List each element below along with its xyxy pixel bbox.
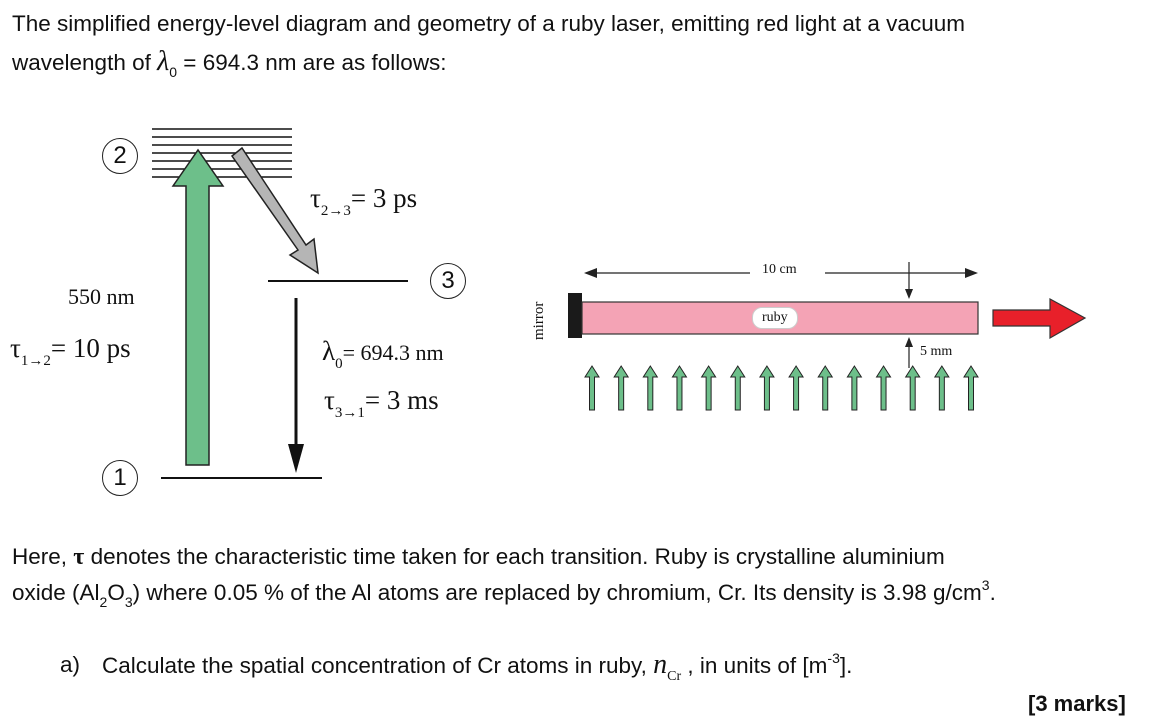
- pump-arrow-1: [584, 365, 600, 411]
- laser-transition-arrowhead: [288, 444, 304, 473]
- length-arrowhead-left: [584, 268, 597, 278]
- question-a-pre: Calculate the spatial concentration of C…: [102, 653, 654, 678]
- thickness-arrowhead-top: [905, 289, 913, 299]
- al-subscript: 2: [99, 594, 108, 610]
- tau-1-2-value: = 10 ps: [50, 333, 131, 363]
- question-a-end: ].: [839, 653, 853, 678]
- marks-label: [3 marks]: [1028, 691, 1126, 716]
- body-line-2-c: ) where 0.05 % of the Al atoms are repla…: [132, 580, 982, 605]
- intro-line-2: wavelength of λ0 = 694.3 nm are as follo…: [12, 44, 447, 83]
- pump-arrow-5: [700, 365, 717, 411]
- tau-2-3-label: τ2→3= 3 ps: [310, 183, 418, 219]
- pump-arrow-3: [642, 365, 659, 411]
- pump-wavelength-label: 550 nm: [68, 284, 135, 309]
- pump-arrow-9: [817, 365, 834, 411]
- body-line-2-a: oxide (Al: [12, 580, 100, 605]
- level-1-marker: 1: [102, 460, 138, 496]
- thickness-label: 5 mm: [920, 344, 953, 359]
- pump-arrow-11: [875, 365, 892, 411]
- n-symbol: n: [653, 649, 668, 680]
- level-2-marker: 2: [102, 138, 138, 174]
- pump-arrow-14: [963, 365, 979, 411]
- o-subscript: 3: [124, 594, 133, 610]
- level-2-band: [152, 128, 292, 178]
- intro-line-2-post: = 694.3 nm are as follows:: [177, 50, 447, 75]
- question-a-text: Calculate the spatial concentration of C…: [102, 647, 852, 688]
- cm-superscript: 3: [981, 577, 990, 593]
- length-arrowhead-right: [965, 268, 978, 278]
- question-a-post: , in units of [m: [681, 653, 828, 678]
- tau-2-3-value: = 3 ps: [350, 183, 418, 213]
- ruby-label: ruby: [752, 307, 798, 329]
- lambda-emission-subscript: 0: [335, 356, 343, 372]
- mirror-block: [568, 293, 582, 338]
- body-line-2: oxide (Al2O3) where 0.05 % of the Al ato…: [12, 575, 996, 613]
- output-beam-arrow: [992, 297, 1087, 340]
- pump-arrow: [171, 148, 225, 466]
- intro-line-1: The simplified energy-level diagram and …: [12, 11, 965, 36]
- pump-arrow-8: [788, 365, 804, 411]
- length-label: 10 cm: [762, 262, 797, 277]
- lambda-emission-value: = 694.3 nm: [342, 340, 444, 365]
- tau-3-1-value: = 3 ms: [364, 385, 439, 415]
- tau-3-1-symbol: τ: [324, 385, 335, 415]
- pump-arrow-6: [729, 365, 746, 411]
- tau-2-3-symbol: τ: [310, 183, 321, 213]
- pump-arrow-13: [933, 365, 950, 411]
- pump-arrow-7: [759, 365, 775, 411]
- body-line-2-b: O: [107, 580, 125, 605]
- decay-arrow: [230, 146, 319, 275]
- pump-arrow-4: [671, 365, 688, 411]
- pump-arrow-12: [904, 365, 921, 411]
- body-line-2-d: .: [989, 580, 996, 605]
- tau-1-2-subscript: 1→2: [20, 353, 51, 369]
- body-line-1-pre: Here,: [12, 544, 74, 569]
- question-a-label: a): [60, 652, 81, 677]
- lambda-emission-symbol: λ: [322, 336, 336, 366]
- lambda-symbol: λ: [157, 46, 170, 77]
- body-line-1: Here, τ denotes the characteristic time …: [12, 539, 945, 575]
- thickness-arrowhead-bottom: [905, 337, 913, 347]
- lambda-emission-label: λ0= 694.3 nm: [322, 336, 444, 372]
- tau-1-2-label: τ1→2= 10 ps: [10, 333, 131, 369]
- pump-arrow-10: [846, 365, 863, 411]
- intro-line-2-pre: wavelength of: [12, 50, 158, 75]
- mirror-label: mirror: [531, 301, 547, 340]
- level-3-marker: 3: [430, 263, 466, 299]
- unit-superscript: -3: [827, 650, 840, 666]
- tau-1-2-symbol: τ: [10, 333, 21, 363]
- tau-2-3-subscript: 2→3: [320, 203, 351, 219]
- tau-3-1-subscript: 3→1: [334, 405, 365, 421]
- tau-symbol-text: τ: [73, 544, 85, 570]
- n-subscript: Cr: [667, 669, 682, 684]
- body-line-1-post: denotes the characteristic time taken fo…: [84, 544, 945, 569]
- lambda-subscript: 0: [169, 64, 178, 80]
- tau-3-1-label: τ3→1= 3 ms: [324, 385, 439, 421]
- pump-arrow-2: [613, 365, 630, 411]
- pump-arrows-row: [584, 365, 979, 411]
